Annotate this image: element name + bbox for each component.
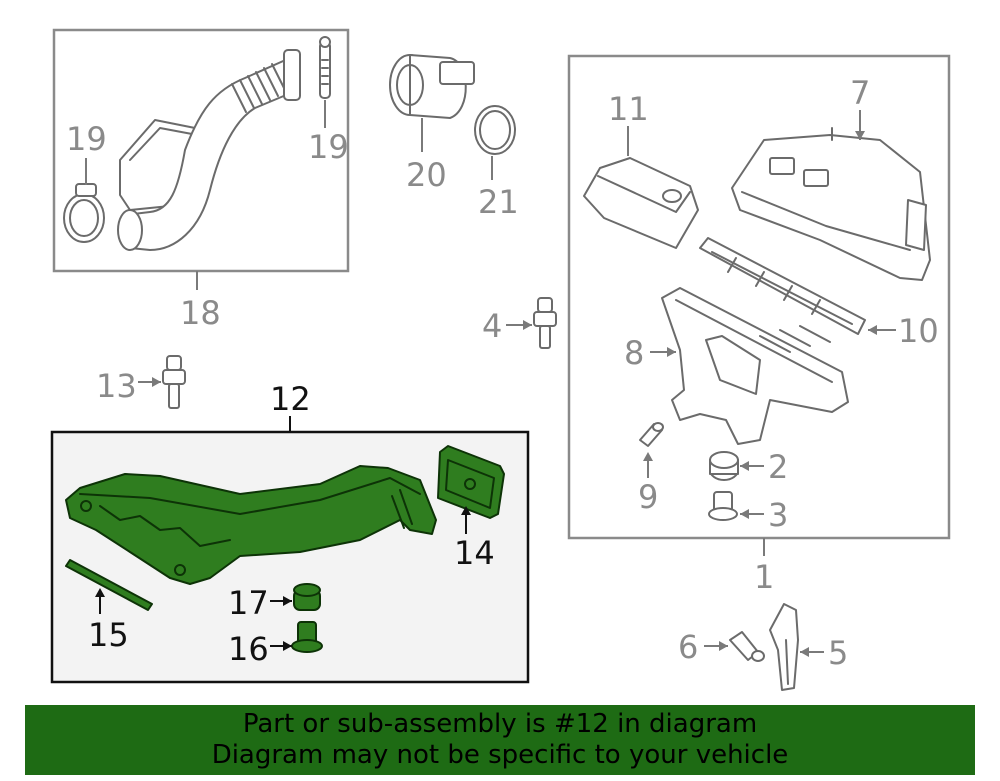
callout-18: 18 — [180, 294, 221, 332]
seal-strip-15-drawing — [65, 559, 153, 611]
callout-19b: 19 — [308, 128, 349, 166]
callout-17: 17 — [228, 584, 269, 622]
bolt-13-drawing — [162, 355, 186, 409]
callout-13: 13 — [96, 367, 137, 405]
callout-4: 4 — [482, 307, 502, 345]
hose-clamp-right — [319, 36, 331, 99]
callout-3: 3 — [768, 496, 788, 534]
callout-11: 11 — [608, 90, 649, 128]
grommet-2-drawing — [709, 451, 739, 481]
banner-line-1: Part or sub-assembly is #12 in diagram — [242, 709, 758, 739]
callout-9: 9 — [638, 478, 658, 516]
callout-1: 1 — [754, 558, 774, 596]
callout-15: 15 — [88, 616, 129, 654]
bolt-4-drawing — [533, 297, 557, 349]
collar-16-drawing — [291, 621, 323, 653]
callout-16: 16 — [228, 630, 269, 668]
callout-12: 12 — [270, 380, 311, 418]
gasket-14-drawing — [437, 445, 505, 519]
duct-cover-11-drawing — [583, 157, 699, 249]
lower-housing-8-drawing — [661, 287, 849, 445]
banner-line-2: Diagram may not be specific to your vehi… — [211, 740, 789, 770]
callout-10: 10 — [898, 312, 939, 350]
pin-9-drawing — [639, 422, 664, 447]
callout-14: 14 — [454, 534, 495, 572]
callout-7: 7 — [850, 74, 870, 112]
callout-21: 21 — [478, 183, 519, 221]
callout-20: 20 — [406, 156, 447, 194]
callout-2: 2 — [768, 448, 788, 486]
bolt-6-drawing — [729, 631, 765, 662]
upper-housing-7-drawing — [731, 127, 931, 281]
info-banner: Part or sub-assembly is #12 in diagram D… — [25, 705, 975, 775]
callout-5: 5 — [828, 634, 848, 672]
callout-6: 6 — [678, 628, 698, 666]
group-box-1 — [567, 54, 951, 540]
intake-hose-drawing — [117, 49, 301, 251]
airflow-sensor-drawing — [389, 54, 475, 119]
sensor-seal-drawing — [474, 105, 516, 155]
grommet-17-drawing — [293, 583, 321, 611]
callout-8: 8 — [624, 334, 644, 372]
filter-element-10-drawing — [699, 237, 866, 335]
bracket-5-drawing — [769, 603, 799, 691]
callout-19a: 19 — [66, 120, 107, 158]
collar-3-drawing — [708, 491, 738, 521]
air-duct-12-drawing — [65, 465, 437, 585]
